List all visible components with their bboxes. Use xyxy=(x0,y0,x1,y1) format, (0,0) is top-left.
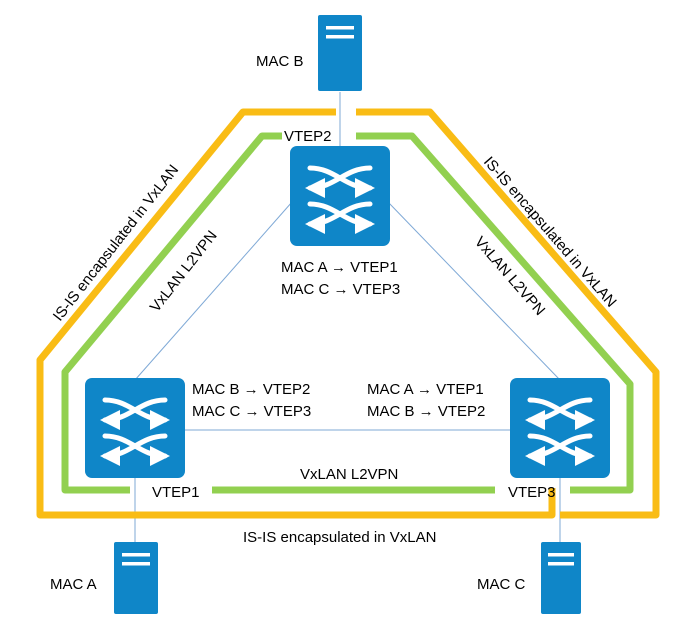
server-icon xyxy=(318,15,362,91)
server-mac-a xyxy=(114,542,158,614)
switch-icon xyxy=(510,378,610,478)
isis-bottom-label: IS-IS encapsulated in VxLAN xyxy=(243,529,436,546)
vtep3-label: VTEP3 xyxy=(508,484,556,501)
switch-vtep2 xyxy=(290,146,390,246)
l2vpn-path-left xyxy=(61,132,282,494)
vtep3-table-row-1: MAC A → VTEP1 xyxy=(367,381,484,398)
vtep2-label: VTEP2 xyxy=(284,128,332,145)
vtep1-label: VTEP1 xyxy=(152,484,200,501)
server-icon xyxy=(541,542,581,614)
l2vpn-tunnel-path xyxy=(61,132,634,494)
switch-vtep1 xyxy=(85,378,185,478)
switch-icon xyxy=(290,146,390,246)
l2vpn-left-label: VxLAN L2VPN xyxy=(147,227,221,315)
vtep1-table-row-2: MAC C → VTEP3 xyxy=(192,403,311,420)
mac-b-label: MAC B xyxy=(256,53,304,70)
isis-tunnel-path xyxy=(36,108,660,519)
server-icon xyxy=(114,542,158,614)
server-mac-c xyxy=(541,542,581,614)
vtep1-table-row-1: MAC B → VTEP2 xyxy=(192,381,310,398)
l2vpn-path-right xyxy=(356,132,634,494)
mac-c-label: MAC C xyxy=(477,576,526,593)
link-vtep2-vtep1 xyxy=(134,201,293,381)
vtep2-table-row-1: MAC A → VTEP1 xyxy=(281,259,398,276)
mac-a-label: MAC A xyxy=(50,576,97,593)
server-mac-b xyxy=(318,15,362,91)
link-vtep2-vtep3 xyxy=(387,201,561,381)
vtep2-table-row-2: MAC C → VTEP3 xyxy=(281,281,400,298)
links xyxy=(134,92,561,542)
vtep3-table-row-2: MAC B → VTEP2 xyxy=(367,403,485,420)
isis-path-right xyxy=(356,108,660,519)
isis-path-left xyxy=(36,108,556,519)
switch-vtep3 xyxy=(510,378,610,478)
l2vpn-bottom-label: VxLAN L2VPN xyxy=(300,466,398,483)
switch-icon xyxy=(85,378,185,478)
